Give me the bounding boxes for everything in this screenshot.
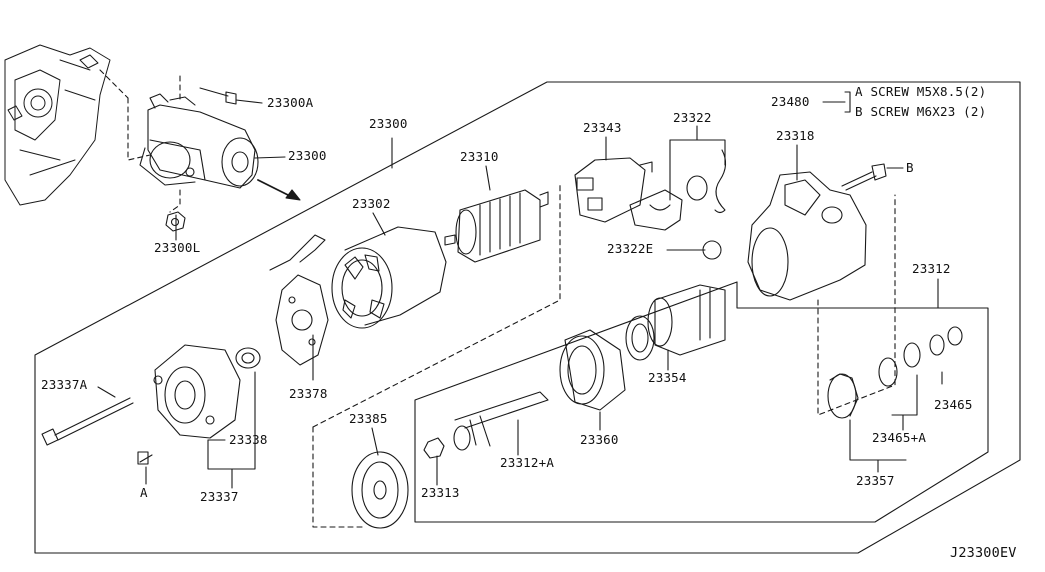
nut-23300l-drawing [165, 211, 186, 232]
label-23312a[interactable]: 23312+A [500, 455, 555, 470]
bolt-23300a-drawing [199, 87, 237, 105]
parts-23322-drawing [629, 149, 727, 231]
screw-b-drawing [841, 163, 887, 191]
label-23378[interactable]: 23378 [289, 386, 328, 401]
label-23300-top[interactable]: 23300 [369, 116, 408, 131]
screw-table-row-b: B SCREW M6X23 (2) [855, 104, 987, 119]
label-23465a[interactable]: 23465+A [872, 430, 927, 445]
ring-23465a-drawing [878, 342, 921, 387]
solenoid-23343-drawing [574, 157, 653, 223]
label-23318[interactable]: 23318 [776, 128, 815, 143]
dashed-grouping-lines [99, 69, 896, 528]
label-23338[interactable]: 23338 [229, 432, 268, 447]
label-23337[interactable]: 23337 [200, 489, 239, 504]
callout-b: B [906, 160, 914, 175]
bushing-23338-drawing [235, 347, 261, 369]
label-23465[interactable]: 23465 [934, 397, 973, 412]
label-23385[interactable]: 23385 [349, 411, 388, 426]
engine-block-drawing [4, 44, 111, 206]
label-23302[interactable]: 23302 [352, 196, 391, 211]
rear-bracket-23337-drawing [153, 344, 241, 439]
pinion-23357-drawing [827, 373, 859, 419]
label-23300l[interactable]: 23300L [154, 240, 201, 255]
ring-23465-drawing [929, 326, 963, 356]
label-23337a[interactable]: 23337A [41, 377, 88, 392]
shaft-23312a-drawing [453, 391, 549, 451]
label-23360[interactable]: 23360 [580, 432, 619, 447]
label-23343[interactable]: 23343 [583, 120, 622, 135]
label-23354[interactable]: 23354 [648, 370, 687, 385]
direction-arrow [257, 179, 301, 201]
screw-a-drawing [137, 451, 153, 465]
brush-holder-23378-drawing [269, 234, 329, 366]
label-23322e[interactable]: 23322E [607, 241, 654, 256]
callout-a: A [140, 485, 148, 500]
cover-23385-drawing [351, 451, 409, 529]
gear-23354-drawing [625, 284, 726, 361]
screw-table-part-number[interactable]: 23480 [771, 94, 810, 109]
yoke-23302-drawing [331, 226, 447, 329]
reference-code: J23300EV [950, 545, 1017, 561]
screw-table-row-a: A SCREW M5X8.5(2) [855, 84, 987, 99]
label-23357[interactable]: 23357 [856, 473, 895, 488]
drive-group-boundary [414, 281, 989, 523]
bolt-23337a-drawing [41, 397, 134, 446]
label-23322[interactable]: 23322 [673, 110, 712, 125]
label-23310[interactable]: 23310 [460, 149, 499, 164]
label-23300a[interactable]: 23300A [267, 95, 314, 110]
leader-lines [97, 91, 943, 489]
label-23313[interactable]: 23313 [421, 485, 460, 500]
starter-assembly-drawing [139, 93, 259, 189]
label-23300-main[interactable]: 23300 [288, 148, 327, 163]
clutch-23360-drawing [559, 329, 626, 411]
housing-23318-drawing [747, 171, 867, 301]
armature-23310-drawing [444, 189, 549, 263]
assembly-boundary-outer [34, 81, 1021, 554]
ball-23322e-drawing [702, 240, 722, 260]
nut-23313-drawing [423, 437, 445, 459]
label-23312[interactable]: 23312 [912, 261, 951, 276]
